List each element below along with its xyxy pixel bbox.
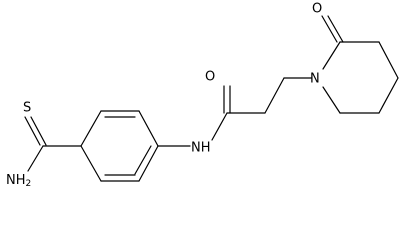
bond [378,77,399,114]
thioamide-amine-subscript: 2 [26,179,32,189]
amide-oxygen-label: O [205,70,215,85]
bond [322,86,341,114]
bond [138,145,159,182]
bond [264,77,285,114]
thioamide-group: S NH2 [6,101,82,190]
thione-double-bond [24,116,41,146]
amide-nitrogen-label: NH [191,141,211,156]
piperidinone-ring: N O [310,2,399,114]
lactam-double-bond [327,15,344,43]
bond [322,41,341,70]
benzene-ring [80,110,159,182]
bond [138,110,159,147]
thione-double-bond [30,116,47,146]
lactam-oxygen-label: O [312,2,322,17]
ring-nitrogen-label: N [310,72,320,87]
lactam-double-bond [321,15,338,43]
thioamide-amine-text: NH [6,173,26,188]
aromatic-double-bond [134,145,152,175]
bond [80,145,102,182]
bond [80,110,102,147]
bond [27,145,44,172]
bond [378,41,399,79]
bond [211,112,228,141]
thioamide-sulfur-label: S [23,101,31,116]
amide-linker: NH O [157,70,313,156]
chemical-structure: S NH2 NH O N O [6,2,399,190]
thioamide-amine-label: NH2 [6,173,31,190]
